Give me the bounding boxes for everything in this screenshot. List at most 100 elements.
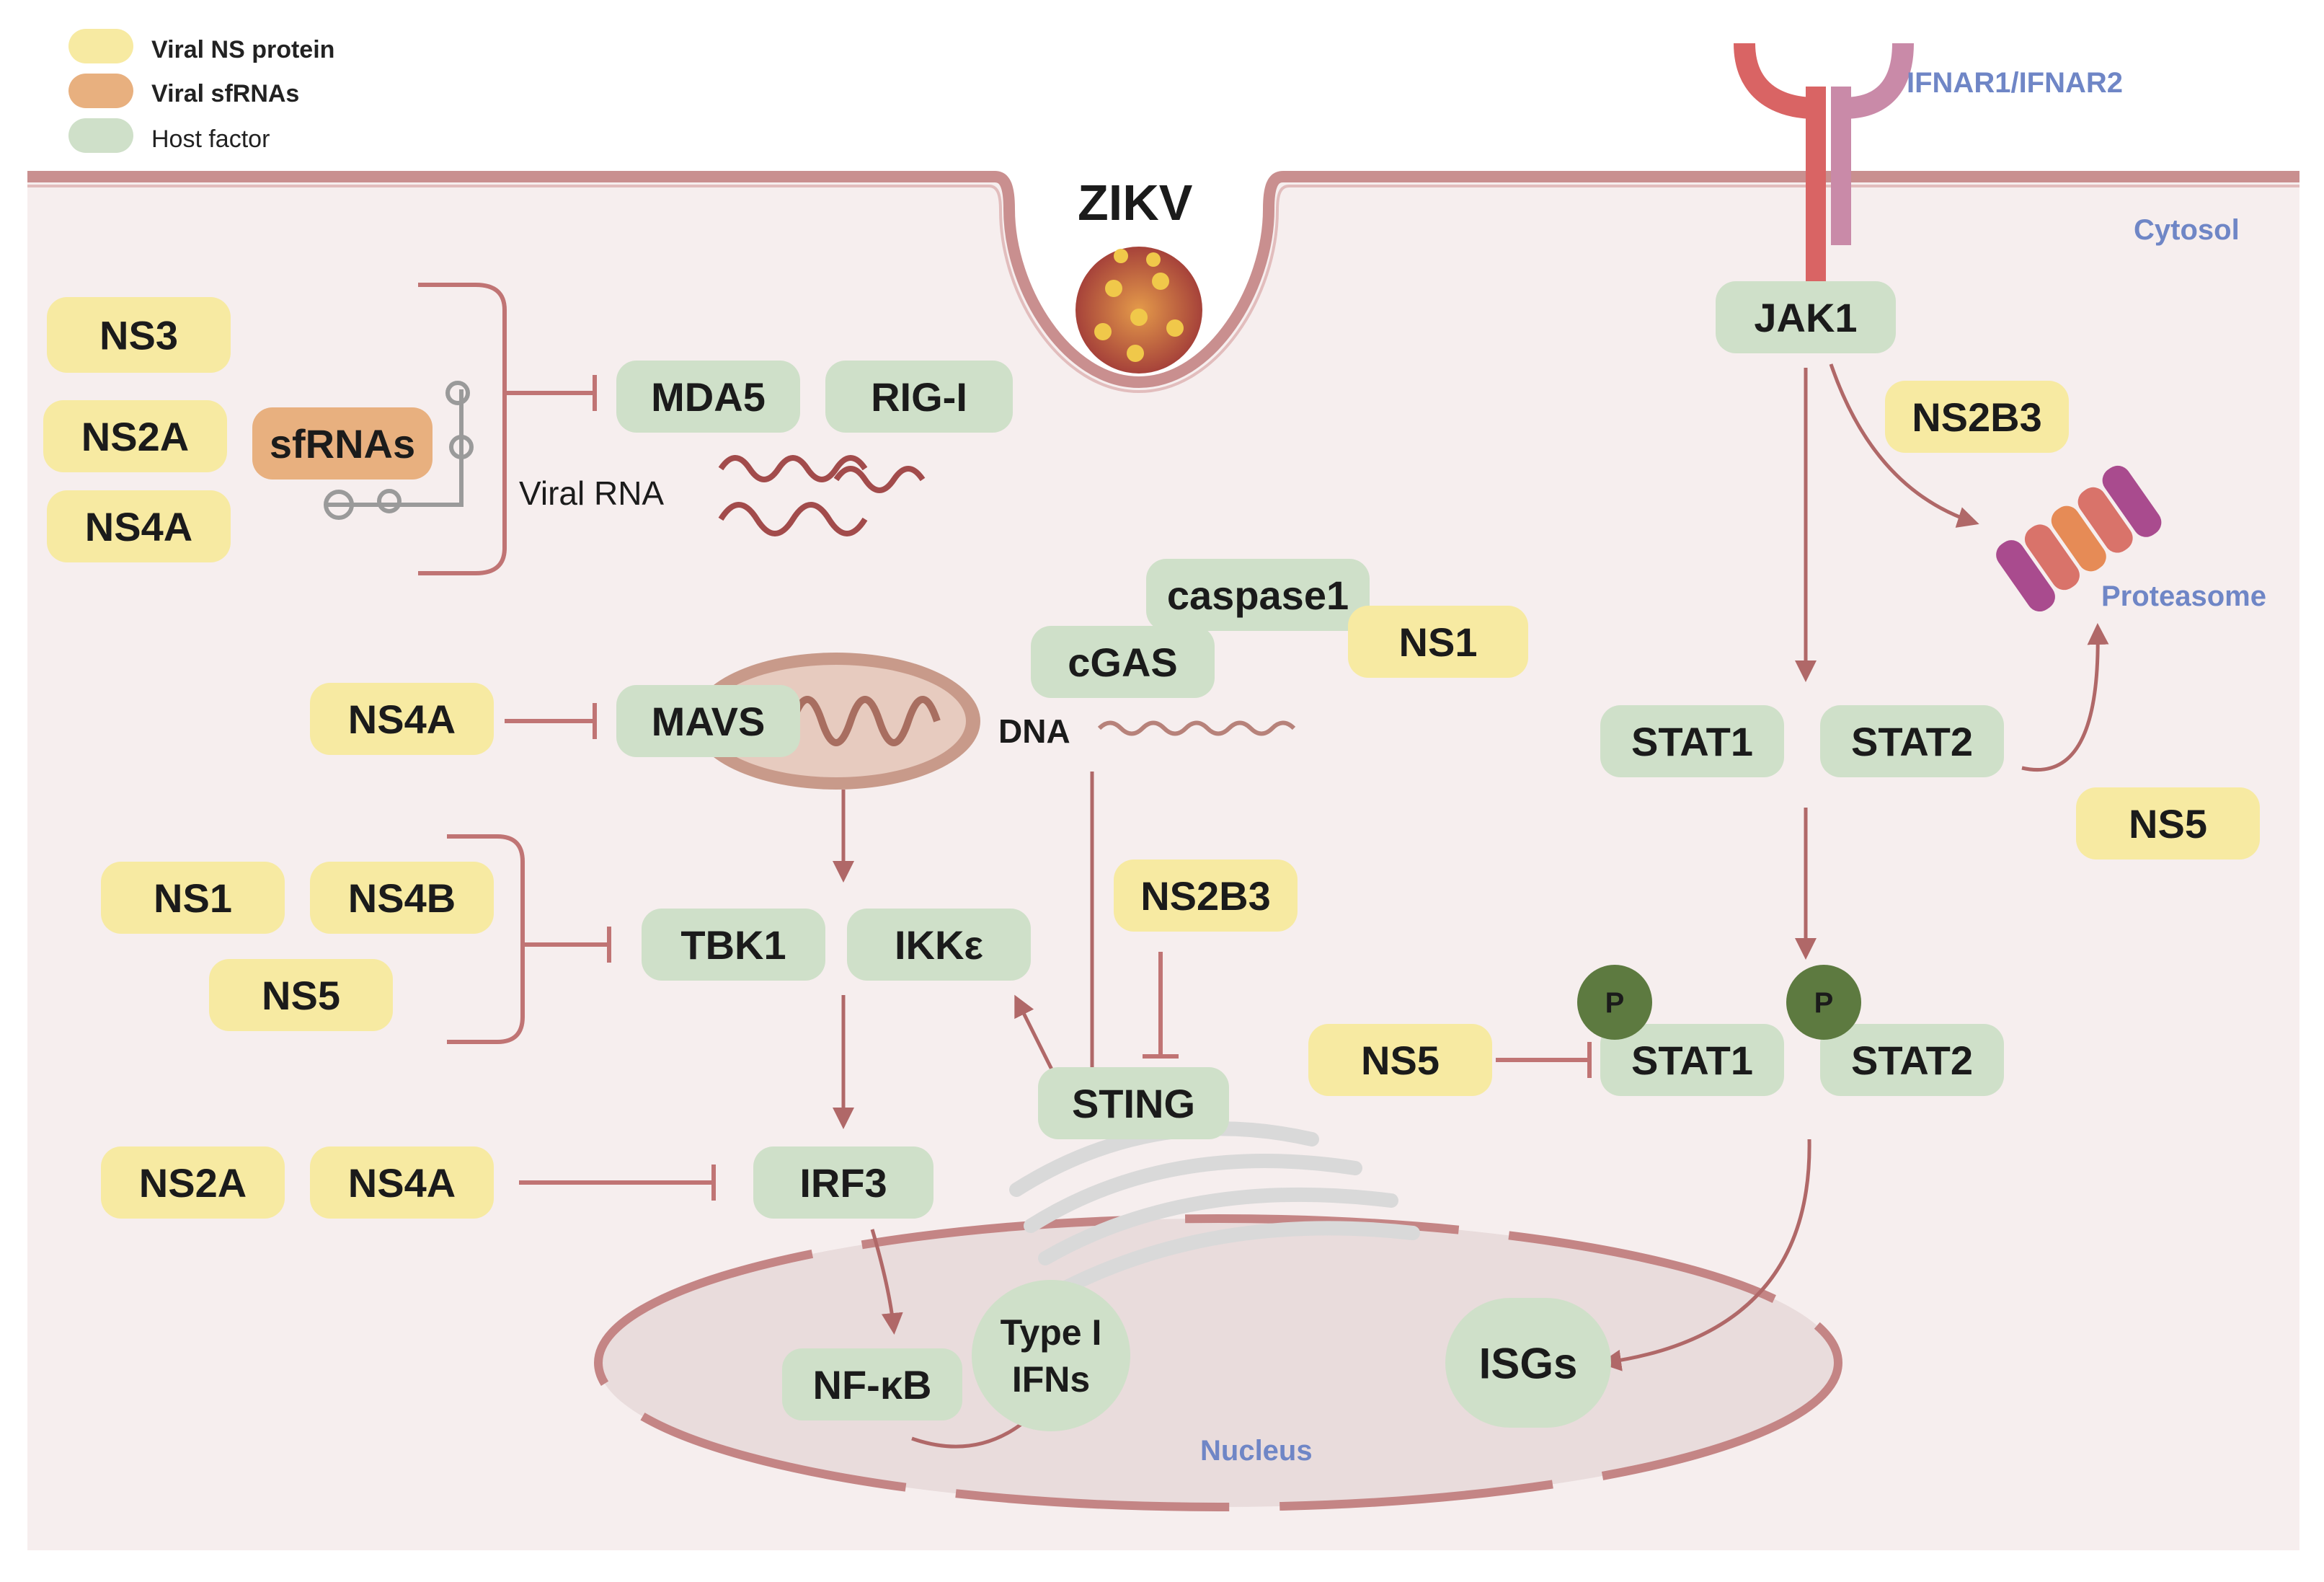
node-pill-jak1 xyxy=(1716,281,1896,353)
node-stat2-top: STAT2 xyxy=(1820,705,2004,777)
node-nfkb: NF-κB xyxy=(782,1348,962,1420)
node-pill-ns5-left xyxy=(209,959,393,1031)
node-pill-type-i-ifns xyxy=(972,1280,1130,1431)
node-mavs: MAVS xyxy=(616,685,800,757)
legend-viral-label: Viral NS protein xyxy=(151,36,334,63)
node-pill-ns4a-top xyxy=(47,490,231,562)
legend-sfrna-swatch xyxy=(68,74,133,108)
node-pill-cgas xyxy=(1031,626,1215,698)
phospho-circle xyxy=(1577,965,1652,1040)
node-pill-ns2a-top xyxy=(43,400,227,472)
phospho-circle xyxy=(1786,965,1861,1040)
node-pill-ns2b3-right xyxy=(1885,381,2069,453)
node-ns5-right: NS5 xyxy=(2076,787,2260,860)
node-pill-isgs xyxy=(1445,1298,1611,1428)
node-pill-mavs xyxy=(616,685,800,757)
node-ns5-left: NS5 xyxy=(209,959,393,1031)
node-tbk1: TBK1 xyxy=(642,909,825,981)
node-pill-ns5-right xyxy=(2076,787,2260,860)
bracket-mid xyxy=(447,834,525,1044)
node-pill-stat1-bottom xyxy=(1600,1024,1784,1096)
receptor-label: IFNAR1/IFNAR2 xyxy=(1907,67,2123,99)
phospho-label: P xyxy=(1605,987,1625,1019)
node-label-tbk1: TBK1 xyxy=(680,922,786,968)
node-label-ns1-right: NS1 xyxy=(1399,619,1478,665)
node-pill-stat2-bottom xyxy=(1820,1024,2004,1096)
node-pill-ns2a-bottom xyxy=(101,1146,285,1219)
node-pill-ns1-left xyxy=(101,862,285,934)
node-ns1-left: NS1 xyxy=(101,862,285,934)
node-label-jak1: JAK1 xyxy=(1754,295,1857,340)
node-label-ns2a-bottom: NS2A xyxy=(139,1160,247,1206)
node-pill-ns4a-bottom xyxy=(310,1146,494,1219)
node-sfrnas: sfRNAs xyxy=(252,407,433,480)
node-label-mda5: MDA5 xyxy=(651,374,766,420)
node-label-ns5-left: NS5 xyxy=(262,973,340,1018)
phospho-marker-1: P xyxy=(1577,965,1652,1040)
node-label-ns4a-mid: NS4A xyxy=(348,697,456,742)
ifnar-receptor-icon xyxy=(1734,43,1914,288)
node-pill-ns4b xyxy=(310,862,494,934)
node-label-ns5-right: NS5 xyxy=(2129,801,2207,847)
node-ns3: NS3 xyxy=(47,297,231,373)
node-label-sfrnas: sfRNAs xyxy=(270,421,415,467)
sfrna-structure-icon xyxy=(324,381,474,520)
plasma-membrane-inner xyxy=(27,185,2299,394)
node-pill-stat2-top xyxy=(1820,705,2004,777)
node-label-mavs: MAVS xyxy=(652,699,766,744)
node-ns4a-bottom: NS4A xyxy=(310,1146,494,1219)
node-label-stat2-bottom: STAT2 xyxy=(1851,1038,1973,1083)
node-caspase1: caspase1 xyxy=(1146,559,1370,631)
node-ns2a-top: NS2A xyxy=(43,400,227,472)
node-label-stat1-bottom: STAT1 xyxy=(1631,1038,1753,1083)
node-pill-tbk1 xyxy=(642,909,825,981)
legend-viral-swatch xyxy=(68,29,133,63)
dna-strand-icon xyxy=(1097,720,1296,736)
node-pill-mda5 xyxy=(616,361,800,433)
bracket-top xyxy=(418,283,507,575)
node-ns4a-mid: NS4A xyxy=(310,683,494,755)
nucleus-label: Nucleus xyxy=(1200,1435,1313,1467)
node-pill-irf3 xyxy=(753,1146,933,1219)
node-label-stat2-top: STAT2 xyxy=(1851,719,1973,764)
node-ikke: IKKε xyxy=(847,909,1031,981)
node-label-ns1-left: NS1 xyxy=(154,875,232,921)
node-rigi: RIG-I xyxy=(825,361,1013,433)
node-label-type-i-line2: IFNs xyxy=(1012,1359,1090,1400)
node-sting: STING xyxy=(1038,1067,1229,1139)
node-label-type-i-line1: Type I xyxy=(1001,1312,1102,1353)
node-pill-ikke xyxy=(847,909,1031,981)
legend-sfrna-label: Viral sfRNAs xyxy=(151,80,299,107)
plasma-membrane xyxy=(27,171,2299,389)
node-ns4a-top: NS4A xyxy=(47,490,231,562)
zikv-label: ZIKV xyxy=(1078,174,1193,231)
node-pill-ns3 xyxy=(47,297,231,373)
node-label-rigi: RIG-I xyxy=(871,374,967,420)
node-ns2b3-right: NS2B3 xyxy=(1885,381,2069,453)
phospho-label: P xyxy=(1814,987,1834,1019)
cytosol-label: Cytosol xyxy=(2134,214,2240,246)
node-pill-ns2b3-mid xyxy=(1114,860,1298,932)
node-stat2-bottom: STAT2 xyxy=(1820,1024,2004,1096)
phospho-marker-2: P xyxy=(1786,965,1861,1040)
node-label-isgs: ISGs xyxy=(1479,1340,1578,1388)
node-pill-rigi xyxy=(825,361,1013,433)
node-label-ikke: IKKε xyxy=(895,922,983,968)
node-label-irf3: IRF3 xyxy=(799,1160,887,1206)
node-pill-ns5-mid xyxy=(1308,1024,1492,1096)
node-pill-ns1-right xyxy=(1348,606,1528,678)
node-isgs: ISGs xyxy=(1445,1298,1611,1428)
nucleus xyxy=(594,1214,1842,1511)
viral-rna-label: Viral RNA xyxy=(519,474,664,512)
node-ns1-right: NS1 xyxy=(1348,606,1528,678)
node-label-ns2a-top: NS2A xyxy=(81,414,189,459)
node-label-sting: STING xyxy=(1072,1081,1195,1126)
proteasome-label: Proteasome xyxy=(2101,580,2266,612)
legend: Viral NS protein Viral sfRNAs Host facto… xyxy=(68,29,334,153)
node-label-ns5-mid: NS5 xyxy=(1361,1038,1440,1083)
proteasome-icon xyxy=(1996,465,2162,612)
node-ns4b: NS4B xyxy=(310,862,494,934)
node-ns2b3-mid: NS2B3 xyxy=(1114,860,1298,932)
